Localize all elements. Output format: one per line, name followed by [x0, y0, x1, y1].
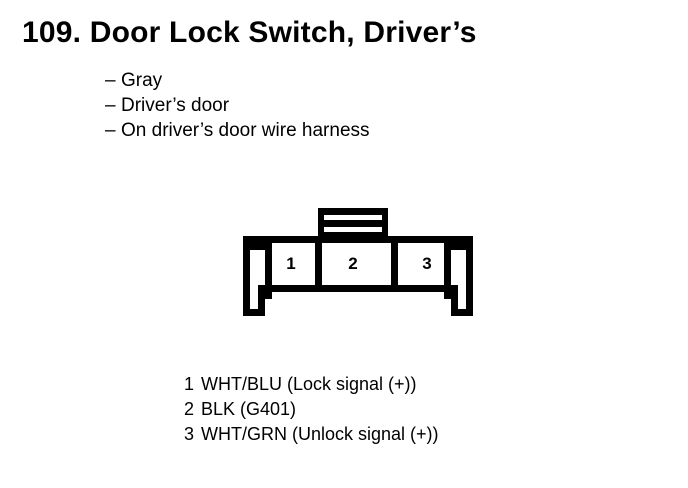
connector-body-outline: [243, 236, 473, 292]
legend-row: 3 WHT/GRN (Unlock signal (+)): [184, 422, 439, 447]
connector-cell-divider-1: [315, 236, 322, 292]
connector-pin-number-1: 1: [286, 254, 296, 273]
list-item: –Gray: [105, 68, 370, 93]
connector-flank-right: [444, 243, 451, 299]
connector-bottom-bridge-left: [265, 285, 313, 292]
latch-slot-upper: [324, 215, 382, 220]
dash-bullet: –: [105, 95, 116, 116]
connector-pin-number-3: 3: [422, 254, 432, 273]
legend-pin-number: 1: [184, 374, 195, 394]
latch-slot-lower: [324, 227, 382, 232]
connector-cell-divider-2: [391, 236, 398, 292]
list-item-label: Gray: [121, 70, 163, 91]
connector-pin-number-2: 2: [348, 254, 358, 273]
legend-row: 1 WHT/BLU (Lock signal (+)): [184, 372, 439, 397]
legend-pin-description: WHT/GRN (Unlock signal (+)): [201, 424, 439, 444]
pin-legend: 1 WHT/BLU (Lock signal (+)) 2 BLK (G401) 3…: [184, 372, 439, 447]
list-item-label: On driver’s door wire harness: [121, 120, 370, 141]
dash-bullet: –: [105, 70, 116, 91]
connector-foot-left: [243, 285, 265, 316]
legend-pin-number: 3: [184, 424, 195, 444]
connector-bottom-bridge-right: [403, 285, 451, 292]
legend-pin-description: BLK (G401): [201, 399, 297, 419]
connector-flank-left: [265, 243, 272, 299]
spec-list: –Gray –Driver’s door –On driver’s door w…: [105, 68, 370, 143]
list-item: –On driver’s door wire harness: [105, 118, 370, 143]
dash-bullet: –: [105, 120, 116, 141]
page-title: 109. Door Lock Switch, Driver’s: [22, 16, 477, 49]
connector-foot-right: [451, 285, 473, 316]
list-item-label: Driver’s door: [121, 95, 230, 116]
legend-pin-number: 2: [184, 399, 195, 419]
connector-shoulder-left: [243, 243, 265, 250]
list-item: –Driver’s door: [105, 93, 370, 118]
connector-shoulder-right: [451, 243, 473, 250]
legend-pin-description: WHT/BLU (Lock signal (+)): [201, 374, 417, 394]
connector-diagram: 1 2 3: [243, 208, 473, 316]
legend-row: 2 BLK (G401): [184, 397, 439, 422]
